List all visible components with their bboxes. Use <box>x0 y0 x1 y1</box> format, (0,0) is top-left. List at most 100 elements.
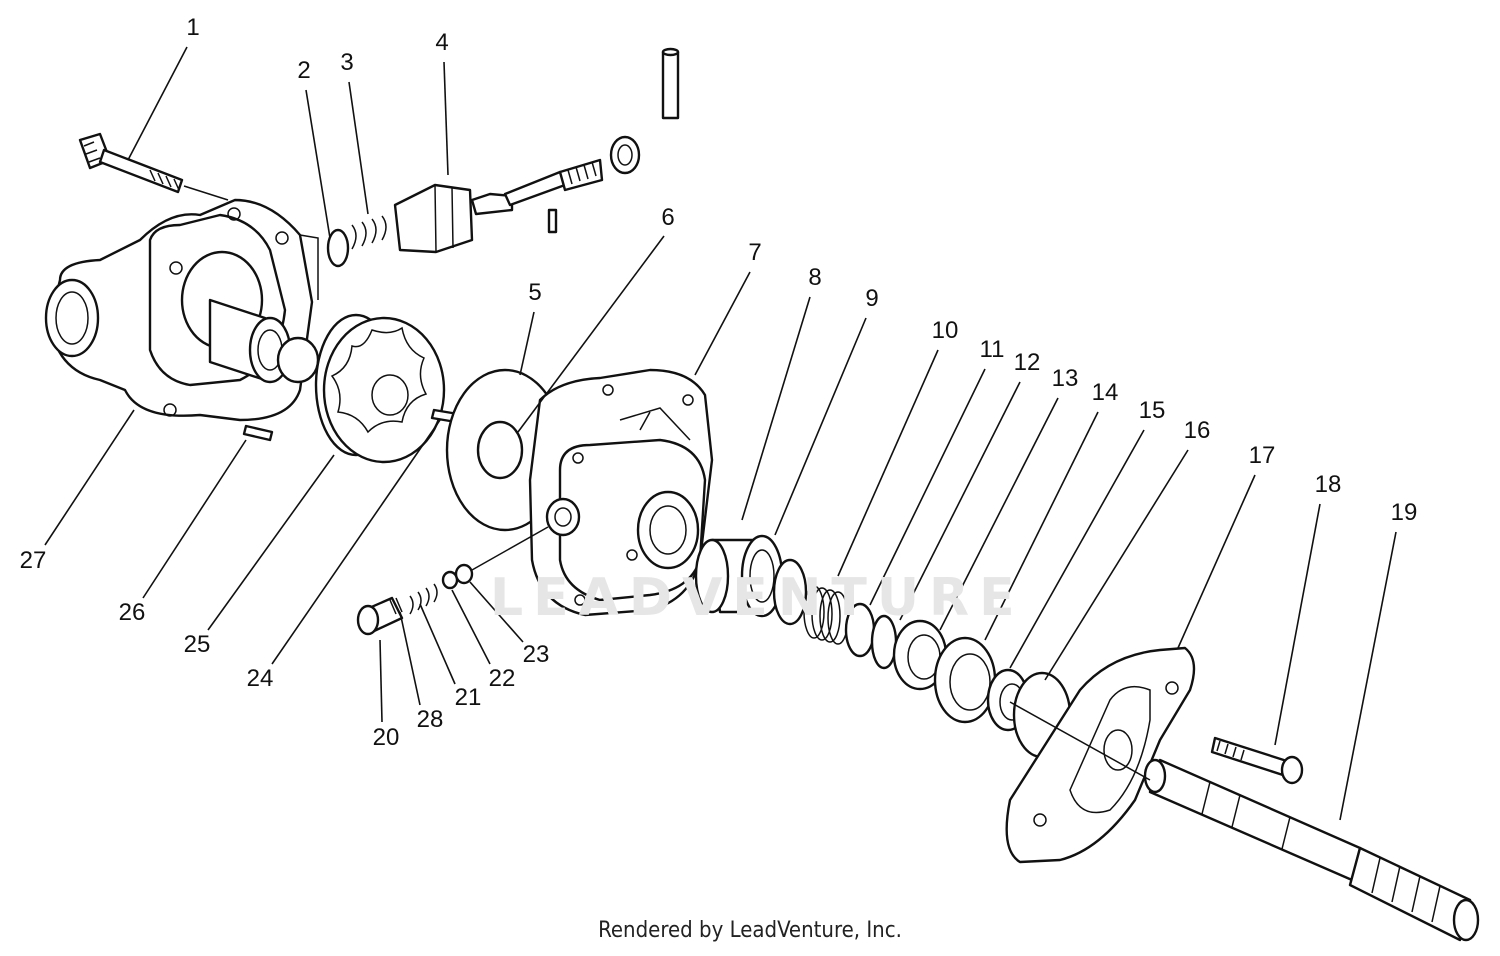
render-credit: Rendered by LeadVenture, Inc. <box>598 918 902 943</box>
callout-20: 20 <box>373 639 399 751</box>
part-pump-body-center <box>528 368 714 617</box>
callout-number-26: 26 <box>119 599 146 626</box>
callout-leader-10 <box>837 349 939 577</box>
callout-number-27: 27 <box>20 547 47 574</box>
assembly-line-bolt <box>183 185 229 201</box>
callout-leader-3 <box>348 81 369 215</box>
callout-16: 16 <box>1044 417 1210 681</box>
callout-leader-21 <box>419 603 456 685</box>
part-bolt-long <box>78 132 184 194</box>
callout-number-18: 18 <box>1315 471 1342 498</box>
callout-leader-16 <box>1044 449 1189 681</box>
callout-2: 2 <box>297 57 331 239</box>
callout-12: 12 <box>899 349 1041 621</box>
part-pump-housing-left <box>44 198 319 422</box>
callout-number-23: 23 <box>523 641 550 668</box>
callout-5: 5 <box>519 279 542 376</box>
callout-24: 24 <box>247 419 441 692</box>
callout-leader-7 <box>694 271 751 376</box>
callout-6: 6 <box>517 204 675 433</box>
callout-leader-2 <box>305 89 331 239</box>
callout-number-14: 14 <box>1092 379 1119 406</box>
callout-21: 21 <box>419 603 482 711</box>
part-o-ring-9 <box>772 558 808 626</box>
callout-number-4: 4 <box>435 29 448 56</box>
callout-number-12: 12 <box>1014 349 1041 376</box>
callout-leader-9 <box>774 317 867 536</box>
callout-leader-19 <box>1339 531 1397 821</box>
part-o-ring-gasket <box>476 420 524 480</box>
callout-22: 22 <box>451 589 516 692</box>
callout-number-1: 1 <box>186 14 199 41</box>
callout-number-6: 6 <box>661 204 674 231</box>
part-o-ring-housing <box>276 336 320 384</box>
callout-1: 1 <box>127 14 200 161</box>
callout-18: 18 <box>1274 471 1342 746</box>
callout-leader-22 <box>451 589 491 665</box>
callout-leader-11 <box>869 368 986 606</box>
callout-leader-6 <box>517 235 665 433</box>
part-spring-relief <box>351 215 387 250</box>
callout-25: 25 <box>184 454 335 658</box>
watermark: LEADVENTURE <box>490 568 1025 628</box>
callout-28: 28 <box>399 611 444 733</box>
callout-leader-13 <box>939 397 1059 631</box>
callout-10: 10 <box>837 317 959 577</box>
callout-leader-14 <box>984 411 1099 641</box>
callout-number-19: 19 <box>1391 499 1418 526</box>
callout-number-5: 5 <box>528 279 541 306</box>
callout-leader-23 <box>469 581 524 643</box>
callout-leader-5 <box>519 311 535 376</box>
part-dowel-pin-left <box>242 424 274 442</box>
assembly-line-shaft <box>1009 701 1151 781</box>
callout-number-9: 9 <box>865 285 878 312</box>
callout-number-10: 10 <box>932 317 959 344</box>
callout-number-25: 25 <box>184 631 211 658</box>
part-bushing <box>694 534 784 618</box>
callout-number-2: 2 <box>297 57 310 84</box>
callout-number-28: 28 <box>417 706 444 733</box>
part-relief-valve <box>393 47 680 254</box>
callout-number-8: 8 <box>808 264 821 291</box>
callout-8: 8 <box>741 264 822 521</box>
callout-number-21: 21 <box>455 684 482 711</box>
callout-number-24: 24 <box>247 665 274 692</box>
callout-leader-26 <box>142 439 247 599</box>
callout-19: 19 <box>1339 499 1418 821</box>
callout-leader-8 <box>741 296 811 521</box>
callout-leader-4 <box>443 61 449 176</box>
callout-17: 17 <box>1177 442 1276 649</box>
part-seat-23 <box>454 563 474 585</box>
part-o-ring-small <box>326 228 350 268</box>
callout-leader-20 <box>379 639 383 723</box>
part-drive-shaft <box>1143 758 1480 942</box>
callout-leader-27 <box>44 409 135 546</box>
callout-7: 7 <box>694 239 762 376</box>
callout-number-15: 15 <box>1139 397 1166 424</box>
callout-leader-25 <box>207 454 335 631</box>
callout-23: 23 <box>469 581 550 668</box>
callout-leader-17 <box>1177 474 1256 649</box>
callout-3: 3 <box>340 49 369 215</box>
callout-leader-28 <box>399 611 421 706</box>
callout-number-22: 22 <box>489 665 516 692</box>
callout-number-17: 17 <box>1249 442 1276 469</box>
callout-26: 26 <box>119 439 247 626</box>
callout-leader-1 <box>127 46 188 161</box>
part-spring-plug <box>409 583 438 615</box>
callout-15: 15 <box>1009 397 1166 669</box>
callout-number-11: 11 <box>980 336 1005 363</box>
assembly-line-plug <box>471 526 549 571</box>
callout-14: 14 <box>984 379 1119 641</box>
callout-leader-24 <box>271 419 441 665</box>
callout-leader-12 <box>899 381 1021 621</box>
callout-leader-15 <box>1009 429 1145 669</box>
callout-13: 13 <box>939 365 1078 631</box>
part-relief-plug <box>356 596 404 636</box>
callout-number-3: 3 <box>340 49 353 76</box>
callout-9: 9 <box>774 285 879 536</box>
callout-11: 11 <box>869 336 1005 606</box>
part-seal-14 <box>933 636 997 724</box>
